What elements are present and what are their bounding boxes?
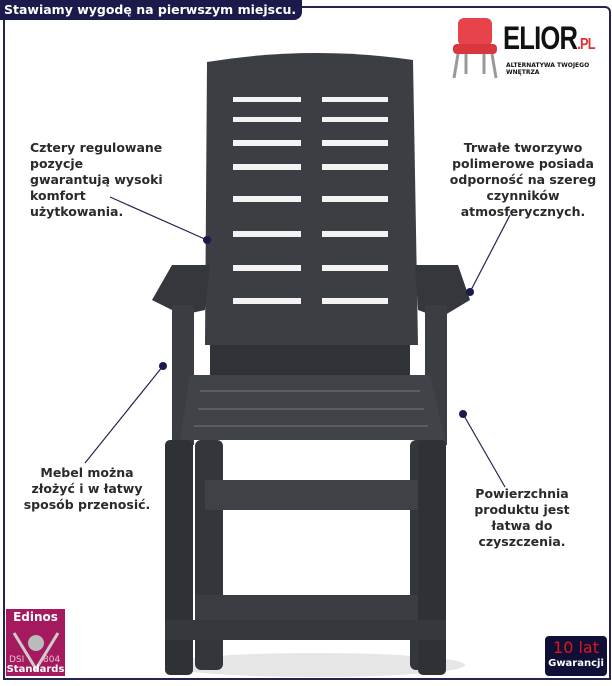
edinos-number: 804 <box>43 655 61 665</box>
warranty-badge: 10 lat Gwarancji <box>545 636 607 676</box>
warranty-years: 10 lat <box>553 638 599 657</box>
tagline-tab: Stawiamy wygodę na pierwszym miejscu. <box>0 0 303 20</box>
frame <box>3 6 611 680</box>
brand-name: ELIOR.PL <box>503 20 596 56</box>
callout-adjustable-positions: Cztery regulowane pozycje gwarantują wys… <box>30 140 163 219</box>
edinos-dsi: DSI <box>9 655 25 665</box>
warranty-label: Gwarancji <box>548 658 604 669</box>
callout-easy-clean: Powierzchnia produktu jest łatwa do czys… <box>474 486 570 549</box>
chair-logo-icon <box>452 18 498 79</box>
brand-slogan: ALTERNATYWA TWOJEGO WNĘTRZA <box>506 62 590 76</box>
edinos-badge: Edinos DSI 804 Standards <box>6 609 65 676</box>
callout-foldable: Mebel można złożyć i w łatwy sposób prze… <box>23 465 151 512</box>
edinos-v-icon <box>12 632 60 672</box>
callout-durable-material: Trwałe tworzywo polimerowe posiada odpor… <box>449 140 597 219</box>
edinos-standards: Standards <box>6 664 65 675</box>
edinos-title: Edinos <box>13 610 58 624</box>
logo <box>450 14 610 80</box>
